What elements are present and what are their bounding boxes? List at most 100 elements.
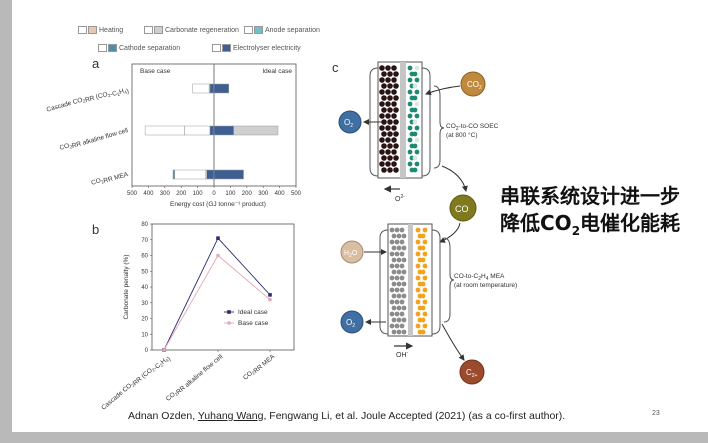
soec-cathode-particle xyxy=(393,71,399,77)
soec-cathode-particle xyxy=(381,143,387,149)
mea-anode-particle xyxy=(396,317,402,323)
soec-cathode-particle xyxy=(381,83,387,89)
mea-cathode-particle xyxy=(422,323,428,329)
mea-cathode-particle xyxy=(422,239,428,245)
soec-cathode-particle xyxy=(385,89,391,95)
soec-cathode-particle xyxy=(391,65,397,71)
mea-cathode-particle xyxy=(415,263,421,269)
legend-item-3: Cathode separation xyxy=(98,44,180,52)
soec-cathode-particle xyxy=(385,113,391,119)
co2-input-circle xyxy=(460,71,486,97)
y-tick-label: 10 xyxy=(141,332,148,338)
mea-cathode-particle xyxy=(420,269,426,275)
soec-cathode-particle xyxy=(393,95,399,101)
x-tick-label: 200 xyxy=(242,191,253,197)
category-label: Cascade CO2RR (CO2-C2H4) xyxy=(46,84,130,118)
soec-anode-particle xyxy=(412,167,418,173)
ideal-bar-segment xyxy=(233,125,279,136)
base-bar-segment xyxy=(144,125,185,136)
soec-cathode-particle xyxy=(381,71,387,77)
y-tick-label: 80 xyxy=(141,222,148,228)
mea-cathode-particle xyxy=(420,305,426,311)
legend-swatch xyxy=(144,26,153,34)
soec-cathode-particle xyxy=(381,107,387,113)
mea-cathode-particle xyxy=(415,299,421,305)
soec-cathode-particle xyxy=(393,83,399,89)
co-intermediate-circle xyxy=(449,194,477,222)
mea-anode-particle xyxy=(394,227,400,233)
svg-text:O2: O2 xyxy=(346,318,355,329)
ideal-bar-segment xyxy=(213,83,230,94)
mea-label: CO-to-C2H4 MEA xyxy=(454,273,505,282)
series-point xyxy=(216,236,220,240)
soec-cathode-particle xyxy=(393,131,399,137)
soec-cathode-particle xyxy=(387,71,393,77)
mea-anode-particle xyxy=(394,251,400,257)
soec-anode-particle xyxy=(412,155,418,161)
soec-cathode-particle xyxy=(381,95,387,101)
mea-anode-particle xyxy=(396,329,402,335)
soec-anode-particle xyxy=(412,143,418,149)
x-category-label: CO2RR MEA xyxy=(242,352,277,383)
legend-label: Anode separation xyxy=(265,26,320,34)
base-bar-segment xyxy=(209,125,215,136)
mea-anode-particle xyxy=(391,293,397,299)
base-bar-segment xyxy=(172,169,175,180)
soec-cathode-particle xyxy=(393,107,399,113)
mea-anode-particle xyxy=(396,245,402,251)
page-number: 23 xyxy=(652,410,660,417)
soec-cathode-particle xyxy=(387,143,393,149)
mea-anode-particle xyxy=(391,257,397,263)
mea-anode-particle xyxy=(396,257,402,263)
soec-anode-particle xyxy=(412,107,418,113)
legend-item-4: Electrolyser electricity xyxy=(212,44,301,52)
svg-text:O2: O2 xyxy=(344,118,353,129)
mea-cathode-particle xyxy=(422,227,428,233)
soec-cell: O2- xyxy=(369,61,431,203)
soec-cathode-particle xyxy=(385,77,391,83)
mea-cathode-particle xyxy=(422,263,428,269)
x-tick-label: 100 xyxy=(193,191,204,197)
cascade-electrolyser-diagram: O2- CO2-to-CO SOEC (at 800 °C) CO2 O2 CO… xyxy=(338,61,517,385)
legend-swatch xyxy=(244,26,253,34)
soec-anode-particle xyxy=(414,125,420,131)
mea-anode-particle xyxy=(401,305,407,311)
soec-ion-label: O2- xyxy=(395,194,405,203)
legend-swatch xyxy=(222,44,231,52)
mea-cathode-particle xyxy=(415,239,421,245)
legend-label: Heating xyxy=(99,26,124,34)
series-point xyxy=(162,348,166,352)
mea-anode-particle xyxy=(401,281,407,287)
soec-cathode-particle xyxy=(387,167,393,173)
mea-anode-particle xyxy=(391,233,397,239)
co2-input-arrow xyxy=(425,85,461,96)
panel-label-b: b xyxy=(92,222,100,237)
legend-swatch xyxy=(98,44,107,52)
mea-anode-particle xyxy=(396,305,402,311)
mea-anode-particle xyxy=(399,275,405,281)
mea-anode-particle xyxy=(401,329,407,335)
mea-anode-particle xyxy=(391,281,397,287)
soec-cathode-particle xyxy=(393,155,399,161)
svg-text:CO: CO xyxy=(455,204,469,214)
soec-particles xyxy=(379,65,420,173)
y-tick-label: 60 xyxy=(141,254,148,260)
series-point xyxy=(268,293,272,297)
legend-swatch xyxy=(78,26,87,34)
mea-anode-particle xyxy=(391,245,397,251)
soec-cathode-particle xyxy=(385,161,391,167)
soec-cathode-particle xyxy=(379,113,385,119)
mea-anode-particle xyxy=(401,233,407,239)
mea-anode-particle xyxy=(389,287,395,293)
soec-cathode-particle xyxy=(387,83,393,89)
co-to-mea-arrow xyxy=(439,222,461,243)
soec-cathode-particle xyxy=(391,161,397,167)
mea-anode-particle xyxy=(394,275,400,281)
ideal-bar-segment xyxy=(213,125,234,136)
y-tick-label: 20 xyxy=(141,317,148,323)
mea-anode-particle xyxy=(394,239,400,245)
mea-anode-particle xyxy=(401,293,407,299)
soec-temp-label: (at 800 °C) xyxy=(446,131,478,139)
